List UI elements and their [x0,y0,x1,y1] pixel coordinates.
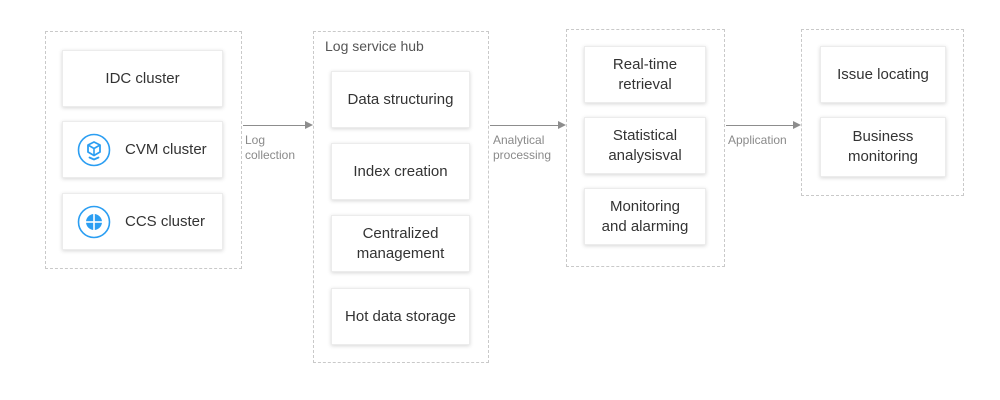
centralized-management-box: Centralized management [331,215,470,272]
real-time-retrieval-label: Real-time retrieval [612,55,678,93]
issue-locating-box: Issue locating [820,46,946,103]
log-collection-label: Log collection [245,133,296,162]
ccs-cluster-icon [77,205,111,238]
statistical-analysis-box: Statistical analysisval [584,117,706,174]
monitoring-alarming-label: Monitoring and alarming [601,197,689,235]
cvm-cluster-label: CVM cluster [125,140,207,158]
cvm-cluster-icon [77,133,111,166]
data-structuring-box: Data structuring [331,71,470,128]
idc-cluster-box: IDC cluster [62,50,223,107]
cvm-cluster-box: CVM cluster [62,121,223,178]
issue-locating-label: Issue locating [837,65,929,83]
application-arrow [726,120,801,129]
analytical-processing-label: Analytical processing [493,133,552,162]
business-monitoring-label: Business monitoring [847,128,919,165]
index-creation-label: Index creation [353,162,448,180]
application-label: Application [728,133,787,147]
data-structuring-label: Data structuring [347,90,454,108]
index-creation-box: Index creation [331,143,470,200]
ccs-cluster-box: CCS cluster [62,193,223,250]
ccs-cluster-label: CCS cluster [125,212,206,230]
statistical-analysis-label: Statistical analysisval [608,126,682,164]
log-collection-arrow [243,120,313,129]
log-service-hub-title: Log service hub [325,38,424,54]
hot-data-storage-box: Hot data storage [331,288,470,345]
idc-cluster-label: IDC cluster [105,69,180,87]
centralized-management-label: Centralized management [356,224,445,262]
business-monitoring-box: Business monitoring [820,117,946,177]
analytical-processing-arrow [490,120,566,129]
real-time-retrieval-box: Real-time retrieval [584,46,706,103]
hot-data-storage-label: Hot data storage [345,307,456,325]
monitoring-alarming-box: Monitoring and alarming [584,188,706,245]
